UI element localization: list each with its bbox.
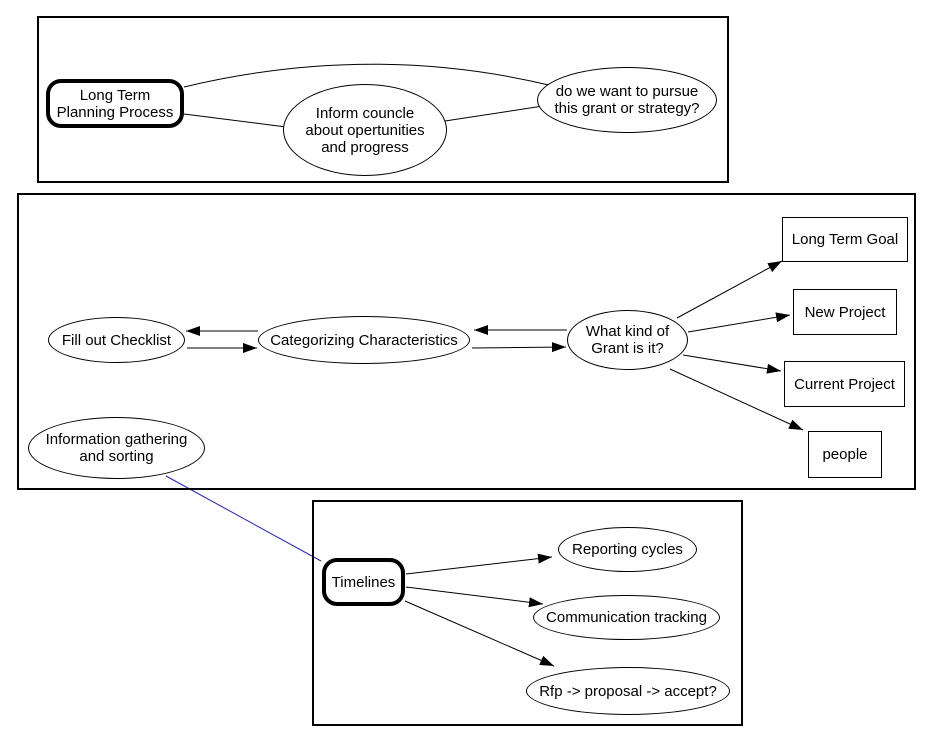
edge-categorizing-to-grantkind-arrow xyxy=(471,342,567,353)
node-timelines[interactable]: Timelines xyxy=(322,558,405,606)
node-long-term-goal[interactable]: Long Term Goal xyxy=(782,217,908,262)
edge-infogathering-to-timelines-link xyxy=(165,475,322,562)
node-people[interactable]: people xyxy=(808,431,882,478)
edge-grantkind-to-newproject-arrow xyxy=(687,312,791,333)
node-new-project[interactable]: New Project xyxy=(793,289,897,335)
node-information-gathering-label: Information gathering and sorting xyxy=(45,431,188,465)
node-people-label: people xyxy=(822,446,868,463)
edge-timelines-to-communication-arrow xyxy=(405,586,544,608)
node-current-project-label: Current Project xyxy=(794,375,895,393)
node-fill-out-checklist[interactable]: Fill out Checklist xyxy=(48,317,185,363)
node-long-term-planning[interactable]: Long Term Planning Process xyxy=(46,79,184,128)
edge-inform-to-pursue xyxy=(444,105,544,122)
node-what-kind-of-grant[interactable]: What kind of Grant is it? xyxy=(567,310,688,370)
node-communication-tracking[interactable]: Communication tracking xyxy=(533,595,720,640)
node-reporting-cycles-label: Reporting cycles xyxy=(572,541,683,558)
group-box-bottom xyxy=(312,500,743,726)
node-communication-tracking-label: Communication tracking xyxy=(546,609,707,626)
edge-grantkind-to-people-arrow xyxy=(669,368,804,431)
edge-grantkind-to-currentproject-arrow xyxy=(682,354,782,374)
node-current-project[interactable]: Current Project xyxy=(784,361,905,407)
node-information-gathering[interactable]: Information gathering and sorting xyxy=(28,417,205,479)
group-box-top xyxy=(37,16,729,183)
node-rfp-proposal[interactable]: Rfp -> proposal -> accept? xyxy=(526,667,730,715)
node-long-term-planning-label: Long Term Planning Process xyxy=(56,86,174,121)
node-inform-council[interactable]: Inform councle about opertunities and pr… xyxy=(283,84,447,176)
edge-timelines-to-reporting-arrow xyxy=(405,553,553,575)
group-box-middle xyxy=(17,193,916,490)
node-long-term-goal-label: Long Term Goal xyxy=(791,231,899,248)
node-categorizing-characteristics-label: Categorizing Characteristics xyxy=(270,331,458,349)
edge-grantkind-to-longtermgoal-arrow xyxy=(676,260,783,319)
node-pursue-grant-label: do we want to pursue this grant or strat… xyxy=(554,83,700,117)
edge-planning-to-pursue-curve xyxy=(183,63,554,88)
node-new-project-label: New Project xyxy=(804,303,886,321)
node-pursue-grant[interactable]: do we want to pursue this grant or strat… xyxy=(537,67,717,133)
node-inform-council-label: Inform councle about opertunities and pr… xyxy=(305,104,425,156)
edge-planning-to-inform xyxy=(183,113,287,128)
node-timelines-label: Timelines xyxy=(331,573,396,591)
node-what-kind-of-grant-label: What kind of Grant is it? xyxy=(585,323,670,357)
edge-timelines-to-rfp-arrow xyxy=(404,600,555,667)
node-reporting-cycles[interactable]: Reporting cycles xyxy=(558,527,697,572)
node-categorizing-characteristics[interactable]: Categorizing Characteristics xyxy=(258,316,470,364)
node-rfp-proposal-label: Rfp -> proposal -> accept? xyxy=(539,682,717,700)
node-fill-out-checklist-label: Fill out Checklist xyxy=(61,331,172,349)
